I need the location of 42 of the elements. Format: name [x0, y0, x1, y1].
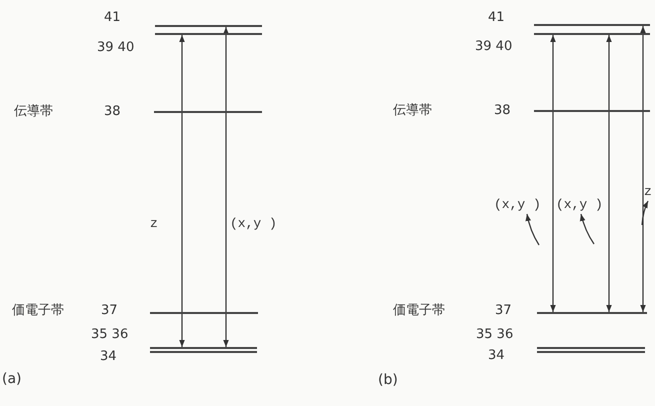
level-number: 38 — [104, 104, 121, 120]
panel-label: (b) — [378, 372, 398, 388]
level-number: 41 — [104, 10, 121, 26]
band-label: 伝導帯 — [393, 103, 432, 119]
transition-label: (x,y ) — [494, 197, 541, 213]
band-label: 伝導帯 — [14, 104, 53, 120]
energy-level-line — [534, 110, 650, 112]
energy-level-line — [534, 24, 650, 26]
level-number: 39 40 — [475, 39, 512, 55]
transition-arrow — [606, 35, 612, 312]
energy-level-line — [155, 33, 262, 35]
level-number: 37 — [495, 303, 512, 319]
edge-label: (x,y ) — [230, 216, 277, 232]
energy-level-line — [537, 312, 647, 314]
energy-level-line — [150, 312, 258, 314]
level-number: 35 36 — [476, 327, 514, 343]
leader-arrow — [580, 214, 594, 244]
energy-level-line — [150, 351, 257, 353]
band-label: 価電子帯 — [393, 303, 445, 319]
panel-label: (a) — [2, 371, 22, 387]
level-number: 34 — [488, 348, 505, 364]
transition-arrow — [550, 35, 556, 312]
leader-arrow — [526, 214, 540, 246]
leader-arrow — [641, 200, 649, 226]
level-number: 38 — [494, 103, 511, 119]
level-number: 37 — [101, 303, 118, 319]
energy-level-line — [154, 111, 262, 113]
energy-level-line — [537, 347, 645, 349]
level-number: 41 — [488, 10, 505, 26]
energy-level-line — [155, 25, 262, 27]
level-number: 35 36 — [91, 327, 128, 343]
transition-arrow — [640, 26, 646, 312]
level-number: 39 40 — [97, 40, 134, 56]
transition-label: (x,y ) — [556, 197, 603, 213]
transition-arrow — [223, 27, 229, 347]
level-number: 34 — [100, 349, 117, 365]
energy-level-line — [534, 33, 650, 35]
energy-level-line — [537, 351, 645, 353]
edge-label: z — [150, 216, 158, 232]
energy-level-line — [150, 347, 257, 349]
band-label: 価電子帯 — [12, 303, 64, 319]
transition-arrow — [179, 35, 185, 347]
